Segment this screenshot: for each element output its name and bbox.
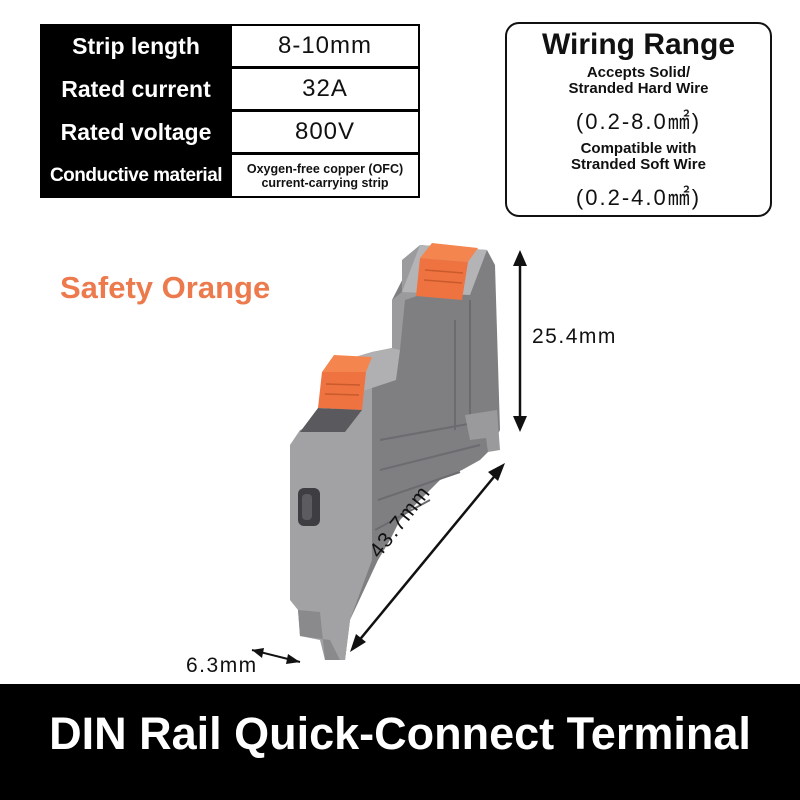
- spec-value: 8-10mm: [232, 26, 418, 66]
- spec-value-line: Oxygen-free copper (OFC): [246, 161, 404, 176]
- height-dimension-arrow: [513, 250, 527, 432]
- spec-value-line: current-carrying strip: [261, 175, 389, 190]
- orange-lever-upper-face: [416, 258, 468, 300]
- spec-label: Strip length: [42, 26, 230, 66]
- height-dimension-label: 25.4mm: [532, 325, 617, 348]
- length-dimension-arrow: [350, 463, 505, 652]
- soft-wire-range: (0.2-4.0㎟): [575, 185, 702, 210]
- hard-wire-range: (0.2-8.0㎟): [575, 109, 702, 134]
- hard-wire-line1: Accepts Solid/: [586, 64, 691, 81]
- spec-table: Strip length 8-10mm Rated current 32A Ra…: [40, 24, 420, 198]
- orange-lever-lower-face: [318, 372, 366, 410]
- color-label: Safety Orange: [60, 270, 271, 305]
- spec-row-strip-length: Strip length 8-10mm: [42, 26, 418, 66]
- orange-lever-upper: [420, 243, 478, 262]
- title-banner: DIN Rail Quick-Connect Terminal: [0, 684, 800, 800]
- din-foot-front: [298, 610, 340, 660]
- product-title: DIN Rail Quick-Connect Terminal: [49, 708, 751, 759]
- spec-row-rated-voltage: Rated voltage 800V: [42, 112, 418, 152]
- wiring-range-box: Wiring Range Accepts Solid/ Stranded Har…: [505, 22, 772, 217]
- spec-row-rated-current: Rated current 32A: [42, 69, 418, 109]
- spec-row-conductive-material: Conductive material Oxygen-free copper (…: [42, 155, 418, 196]
- spec-value: Oxygen-free copper (OFC) current-carryin…: [232, 155, 418, 196]
- orange-lever-lower: [322, 355, 372, 372]
- spec-value: 32A: [232, 69, 418, 109]
- terminal-side-face: [330, 245, 500, 660]
- side-ridges: [374, 300, 491, 531]
- spec-label: Rated voltage: [42, 112, 230, 152]
- soft-wire-line1: Compatible with: [580, 140, 697, 157]
- hard-wire-line2: Stranded Hard Wire: [568, 80, 709, 97]
- width-dimension-label: 6.3mm: [186, 654, 258, 677]
- spec-value: 800V: [232, 112, 418, 152]
- spec-label: Rated current: [42, 69, 230, 109]
- soft-wire-line2: Stranded Soft Wire: [571, 156, 706, 173]
- width-dimension-arrow: [251, 648, 301, 664]
- spec-label: Conductive material: [42, 155, 230, 196]
- wiring-title: Wiring Range: [541, 28, 736, 61]
- din-foot-right: [465, 410, 500, 452]
